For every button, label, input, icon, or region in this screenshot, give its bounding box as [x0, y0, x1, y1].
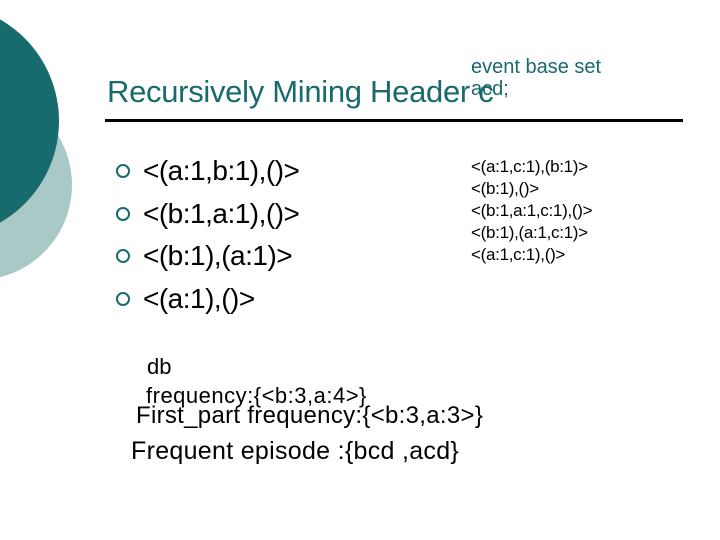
bullet-circle-icon [116, 249, 130, 264]
side-episode-item: <(b:1,a:1,c:1),()> [471, 201, 593, 220]
bullet-circle-icon [116, 291, 130, 306]
bullet-list: <(a:1,b:1),()> <(b:1,a:1),()> <(b:1),(a:… [116, 150, 300, 321]
side-episode-item: <(a:1,c:1),(b:1)> [471, 157, 588, 176]
bullet-item: <(b:1,a:1),()> [116, 193, 300, 236]
annotation-line-1: event base set [471, 56, 602, 78]
frequent-episode-line: Frequent episode :{bcd ,acd} [131, 437, 460, 465]
slide-title: Recursively Mining Header c [107, 74, 494, 109]
bullet-item-label: <(b:1,a:1),()> [143, 197, 300, 229]
db-label: db [147, 354, 172, 379]
bullet-item-label: <(a:1),()> [143, 282, 255, 314]
title-divider [105, 119, 683, 122]
annotation-line-2: acd; [471, 78, 509, 100]
side-episode-item: <(b:1),()> [471, 179, 539, 198]
bullet-circle-icon [116, 206, 130, 221]
bullet-item-label: <(a:1,b:1),()> [143, 155, 300, 187]
side-episode-item: <(b:1),(a:1,c:1)> [471, 223, 588, 242]
side-episode-list: <(a:1,c:1),(b:1)> <(b:1),()> <(b:1,a:1,c… [471, 156, 593, 266]
side-episode-item: <(a:1,c:1),()> [471, 245, 566, 264]
bullet-item: <(b:1),(a:1)> [116, 235, 299, 278]
bullet-circle-icon [116, 164, 130, 179]
bullet-item: <(a:1,b:1),()> [116, 150, 300, 193]
first-part-frequency-line: First_part frequency:{<b:3,a:3>} [136, 402, 484, 429]
bullet-item: <(a:1),()> [116, 278, 299, 321]
event-base-set-annotation: event base set acd; [471, 56, 601, 100]
bullet-item-label: <(b:1),(a:1)> [143, 240, 293, 272]
frequency-line: frequency:{<b:3,a:4>} [146, 383, 367, 408]
